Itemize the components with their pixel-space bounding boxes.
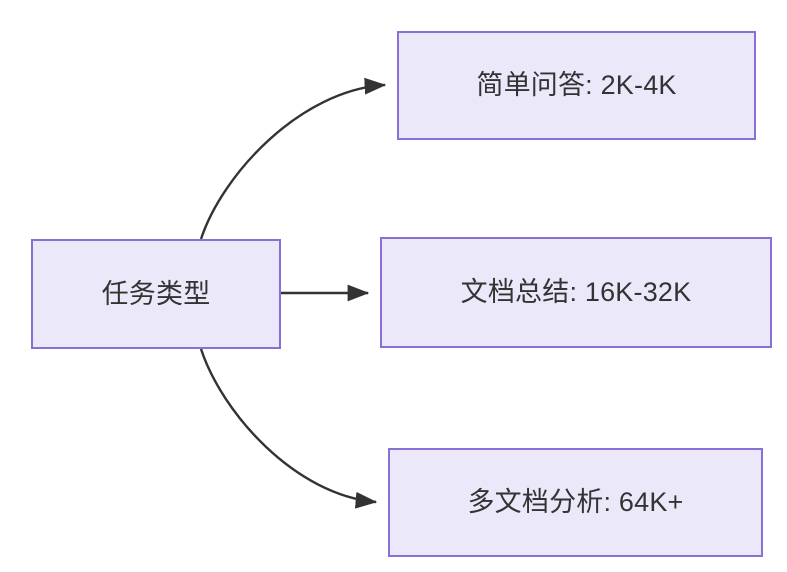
node-task-type[interactable]: 任务类型 (31, 239, 281, 349)
node-simple-qa[interactable]: 简单问答: 2K-4K (397, 31, 756, 140)
node-simple-qa-label: 简单问答: 2K-4K (476, 70, 677, 101)
edge-root-to-simple-qa (199, 77, 387, 240)
node-task-type-label: 任务类型 (101, 278, 211, 309)
node-doc-summary-label: 文档总结: 16K-32K (460, 277, 692, 308)
node-multi-doc-analysis-label: 多文档分析: 64K+ (467, 487, 684, 518)
node-multi-doc-analysis[interactable]: 多文档分析: 64K+ (388, 448, 763, 557)
edge-root-to-multi-doc (199, 348, 378, 509)
node-doc-summary[interactable]: 文档总结: 16K-32K (380, 237, 772, 348)
